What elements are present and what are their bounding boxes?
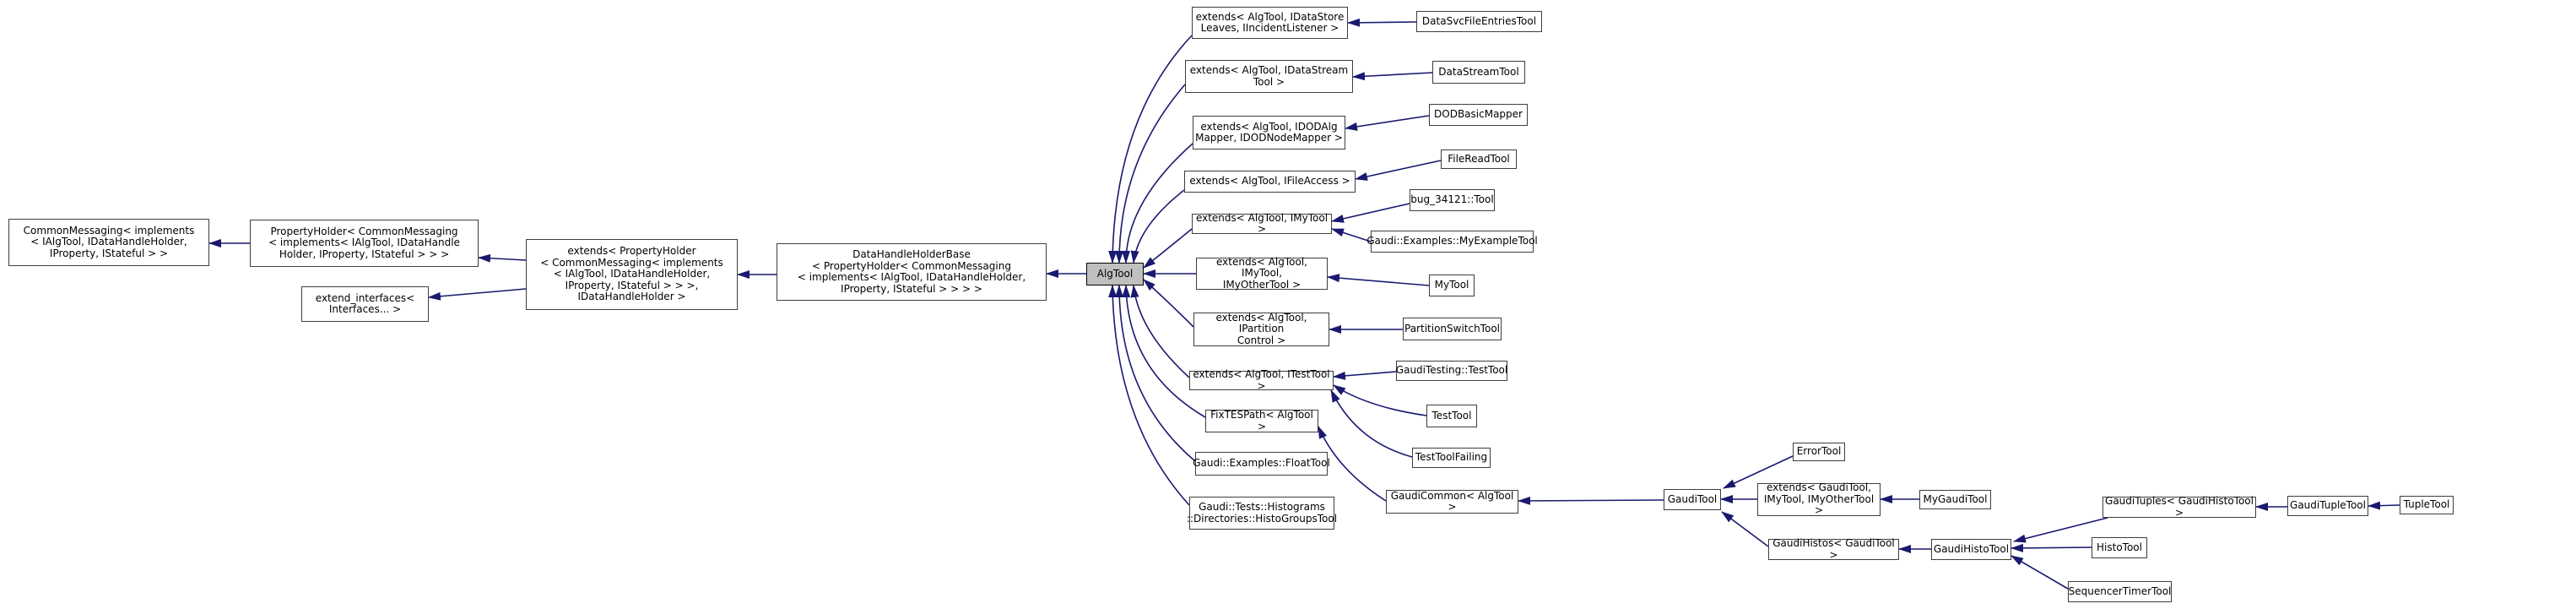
edge-extends-idatastreamtool--alg-tool	[1115, 84, 1186, 264]
edge-gaudi-testing-test-tool--extends-itesttool	[1333, 371, 1397, 380]
node-test-tool[interactable]: TestTool	[1426, 405, 1477, 427]
node-extends-imytool[interactable]: extends< AlgTool, IMyTool >	[1192, 212, 1332, 235]
node-test-tool-failing[interactable]: TestToolFailing	[1412, 448, 1491, 468]
node-gaudi-histos[interactable]: GaudiHistos< GaudiTool >	[1768, 537, 1899, 560]
node-sequencer-timer-tool[interactable]: SequencerTimerTool	[2068, 581, 2172, 602]
edge-gaudi-tool--gaudi-common	[1518, 496, 1664, 505]
node-tuple-tool[interactable]: TupleTool	[2400, 496, 2454, 514]
node-my-gaudi-tool[interactable]: MyGaudiTool	[1919, 490, 1991, 509]
node-histo-tool[interactable]: HistoTool	[2092, 537, 2147, 558]
node-histo-groups-tool[interactable]: Gaudi::Tests::Histograms ::Directories::…	[1187, 497, 1337, 530]
node-error-tool[interactable]: ErrorTool	[1793, 443, 1845, 461]
edge-bug-34121-tool--extends-imytool	[1331, 203, 1410, 223]
node-gaudi-testing-test-tool[interactable]: GaudiTesting::TestTool	[1396, 361, 1507, 381]
edge-extends-idatastoreleaves--alg-tool	[1108, 35, 1193, 264]
edge-sequencer-timer-tool--gaudi-histo-tool	[2010, 555, 2069, 590]
edge-gaudi-histos--gaudi-tool	[1721, 511, 1769, 547]
edge-extends-ifileaccess--alg-tool	[1130, 189, 1185, 264]
node-extend-interfaces[interactable]: extend_interfaces< Interfaces... >	[301, 286, 429, 322]
node-data-svc-file-entries-tool[interactable]: DataSvcFileEntriesTool	[1416, 11, 1542, 32]
edge-extends-itesttool--alg-tool	[1130, 285, 1190, 378]
node-my-tool[interactable]: MyTool	[1429, 275, 1475, 296]
node-dod-basic-mapper[interactable]: DODBasicMapper	[1429, 104, 1528, 126]
node-extends-idodmapper[interactable]: extends< AlgTool, IDODAlg Mapper, IDODNo…	[1193, 116, 1345, 150]
edge-gaudi-tuples--gaudi-histo-tool	[2013, 517, 2108, 543]
edge-dod-basic-mapper--extends-idodmapper	[1345, 115, 1430, 131]
edge-fix-tes-path--alg-tool	[1122, 285, 1206, 418]
edge-extends-property-holder--property-holder	[478, 253, 527, 263]
edge-extends-imytool--alg-tool	[1143, 228, 1193, 269]
node-bug-34121-tool[interactable]: bug_34121::Tool	[1410, 189, 1495, 211]
node-gaudi-tuples[interactable]: GaudiTuples< GaudiHistoTool >	[2102, 495, 2256, 518]
node-gaudi-common[interactable]: GaudiCommon< AlgTool >	[1386, 490, 1518, 514]
edge-my-example-tool--extends-imytool	[1331, 228, 1372, 242]
edge-histo-tool--gaudi-histo-tool	[2010, 543, 2092, 552]
node-extends-itesttool[interactable]: extends< AlgTool, ITestTool >	[1189, 368, 1334, 391]
edge-test-tool-failing--extends-itesttool	[1330, 389, 1413, 458]
node-alg-tool[interactable]: AlgTool	[1086, 263, 1144, 285]
node-extends-property-holder[interactable]: extends< PropertyHolder < CommonMessagin…	[526, 239, 738, 310]
node-file-read-tool[interactable]: FileReadTool	[1441, 150, 1517, 169]
node-extends-ifileaccess[interactable]: extends< AlgTool, IFileAccess >	[1184, 171, 1356, 193]
node-data-handle-holder-base[interactable]: DataHandleHolderBase < PropertyHolder< C…	[777, 243, 1047, 301]
edge-my-tool--extends-imytool-imyothertool	[1327, 274, 1430, 286]
node-float-tool[interactable]: Gaudi::Examples::FloatTool	[1193, 452, 1330, 476]
edge-group	[208, 18, 2400, 590]
edge-extends-property-holder--extend-interfaces	[428, 288, 527, 301]
node-extends-gauditool-imytool-imyothertool[interactable]: extends< GaudiTool, IMyTool, IMyOtherToo…	[1757, 482, 1881, 516]
edge-tuple-tool--gaudi-tuple-tool	[2368, 501, 2400, 510]
node-extends-idatastreamtool[interactable]: extends< AlgTool, IDataStream Tool >	[1185, 60, 1353, 93]
node-extends-imytool-imyothertool[interactable]: extends< AlgTool, IMyTool, IMyOtherTool …	[1196, 256, 1328, 291]
node-extends-idatastoreleaves[interactable]: extends< AlgTool, IDataStore Leaves, IIn…	[1192, 7, 1348, 39]
edge-test-tool--extends-itesttool	[1333, 384, 1427, 416]
node-extends-ipartitioncontrol[interactable]: extends< AlgTool, IPartition Control >	[1193, 312, 1329, 346]
edge-gaudi-common--fix-tes-path	[1318, 426, 1387, 502]
edge-histo-groups-tool--alg-tool	[1108, 285, 1190, 506]
node-common-messaging[interactable]: CommonMessaging< implements < IAlgTool, …	[8, 219, 209, 266]
node-my-example-tool[interactable]: Gaudi::Examples::MyExampleTool	[1366, 231, 1538, 253]
node-property-holder[interactable]: PropertyHolder< CommonMessaging < implem…	[250, 220, 479, 267]
node-partition-switch-tool[interactable]: PartitionSwitchTool	[1403, 318, 1502, 340]
node-gaudi-tuple-tool[interactable]: GaudiTupleTool	[2287, 496, 2368, 516]
node-gaudi-tool[interactable]: GaudiTool	[1664, 489, 1721, 510]
edge-extends-ipartitioncontrol--alg-tool	[1143, 279, 1194, 328]
node-data-stream-tool[interactable]: DataStreamTool	[1432, 61, 1525, 84]
edge-data-svc-file-entries-tool--extends-idatastoreleaves	[1347, 18, 1417, 27]
node-fix-tes-path[interactable]: FixTESPath< AlgTool >	[1205, 409, 1318, 432]
edge-float-tool--alg-tool	[1115, 285, 1196, 462]
edge-extends-idodmapper--alg-tool	[1122, 143, 1193, 264]
edge-file-read-tool--extends-ifileaccess	[1355, 160, 1442, 181]
edge-data-stream-tool--extends-idatastreamtool	[1352, 72, 1433, 81]
edge-error-tool--gaudi-tool	[1723, 455, 1794, 489]
node-gaudi-histo-tool[interactable]: GaudiHistoTool	[1931, 539, 2011, 560]
